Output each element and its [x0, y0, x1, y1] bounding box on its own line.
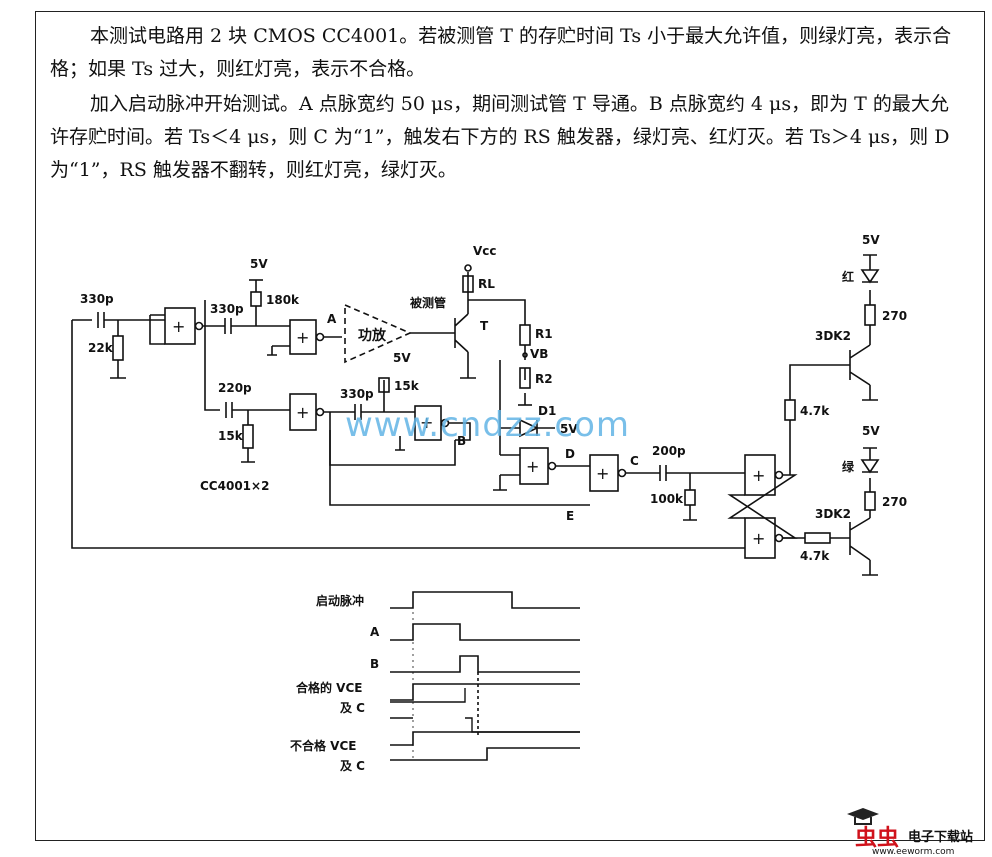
label-r-in: 22k — [88, 341, 114, 355]
timing-label-fail-1: 不合格 VCE — [290, 738, 356, 753]
label-vcc: Vcc — [473, 244, 497, 258]
label-red-lamp: 红 — [842, 269, 854, 284]
label-r2: R2 — [535, 372, 553, 386]
timing-label-b: B — [370, 657, 379, 671]
timing-label-start: 启动脉冲 — [316, 593, 364, 608]
description-paragraph-1: 本测试电路用 2 块 CMOS CC4001。若被测管 T 的存贮时间 Ts 小… — [50, 25, 952, 80]
svg-text:+: + — [296, 328, 309, 347]
timing-label-pass-2: 及 C — [340, 701, 365, 715]
label-c-mid: 220p — [218, 381, 252, 395]
label-r-green-base: 4.7k — [800, 549, 830, 563]
label-r-out: 100k — [650, 492, 684, 506]
label-amp: 功放 — [358, 327, 387, 344]
svg-text:+: + — [596, 464, 609, 483]
figure-frame — [35, 11, 985, 841]
label-green-tr: 3DK2 — [815, 507, 851, 521]
logo-url: www.eeworm.com — [872, 847, 955, 857]
label-node-b: B — [457, 434, 466, 448]
label-node-e: E — [566, 509, 574, 523]
label-green-r: 270 — [882, 495, 907, 509]
label-c-out: 200p — [652, 444, 686, 458]
label-supply-2: 5V — [393, 351, 411, 365]
description-paragraph-2: 加入启动脉冲开始测试。A 点脉宽约 50 μs，期间测试管 T 导通。B 点脉宽… — [50, 93, 950, 181]
logo-title: 电子下载站 — [908, 830, 974, 845]
label-green-lamp: 绿 — [842, 459, 855, 474]
label-red-supply: 5V — [862, 233, 880, 247]
label-supply-1: 5V — [250, 257, 268, 271]
label-d1: D1 — [538, 404, 556, 418]
label-c-in: 330p — [80, 292, 114, 306]
label-red-tr: 3DK2 — [815, 329, 851, 343]
label-r-b: 15k — [394, 379, 420, 393]
eeworm-logo-icon — [847, 808, 879, 825]
label-dut: 被测管 — [410, 295, 446, 310]
svg-text:+: + — [420, 413, 433, 432]
label-c-a: 330p — [210, 302, 244, 316]
logo-brand: 虫虫 — [855, 826, 900, 851]
label-transistor-t: T — [480, 319, 489, 333]
timing-label-pass-1: 合格的 VCE — [296, 680, 362, 695]
label-node-a: A — [327, 312, 337, 326]
label-node-d: D — [565, 447, 575, 461]
label-r-red-base: 4.7k — [800, 404, 830, 418]
watermark: www.cndzz.com — [345, 405, 631, 445]
svg-text:+: + — [526, 457, 539, 476]
label-red-r: 270 — [882, 309, 907, 323]
label-d1-supply: 5V — [560, 422, 578, 436]
label-r-a: 180k — [266, 293, 300, 307]
label-vb: VB — [530, 347, 548, 361]
svg-text:+: + — [752, 529, 765, 548]
svg-text:+: + — [752, 466, 765, 485]
label-green-supply: 5V — [862, 424, 880, 438]
label-node-c: C — [630, 454, 639, 468]
timing-label-fail-2: 及 C — [340, 759, 365, 773]
label-r-mid: 15k — [218, 429, 244, 443]
timing-diagram — [390, 591, 580, 762]
svg-text:+: + — [172, 317, 185, 336]
label-r1: R1 — [535, 327, 553, 341]
label-rl: RL — [478, 277, 495, 291]
label-c-b: 330p — [340, 387, 374, 401]
label-chip: CC4001×2 — [200, 479, 269, 493]
timing-label-a: A — [370, 625, 380, 639]
svg-text:+: + — [296, 403, 309, 422]
